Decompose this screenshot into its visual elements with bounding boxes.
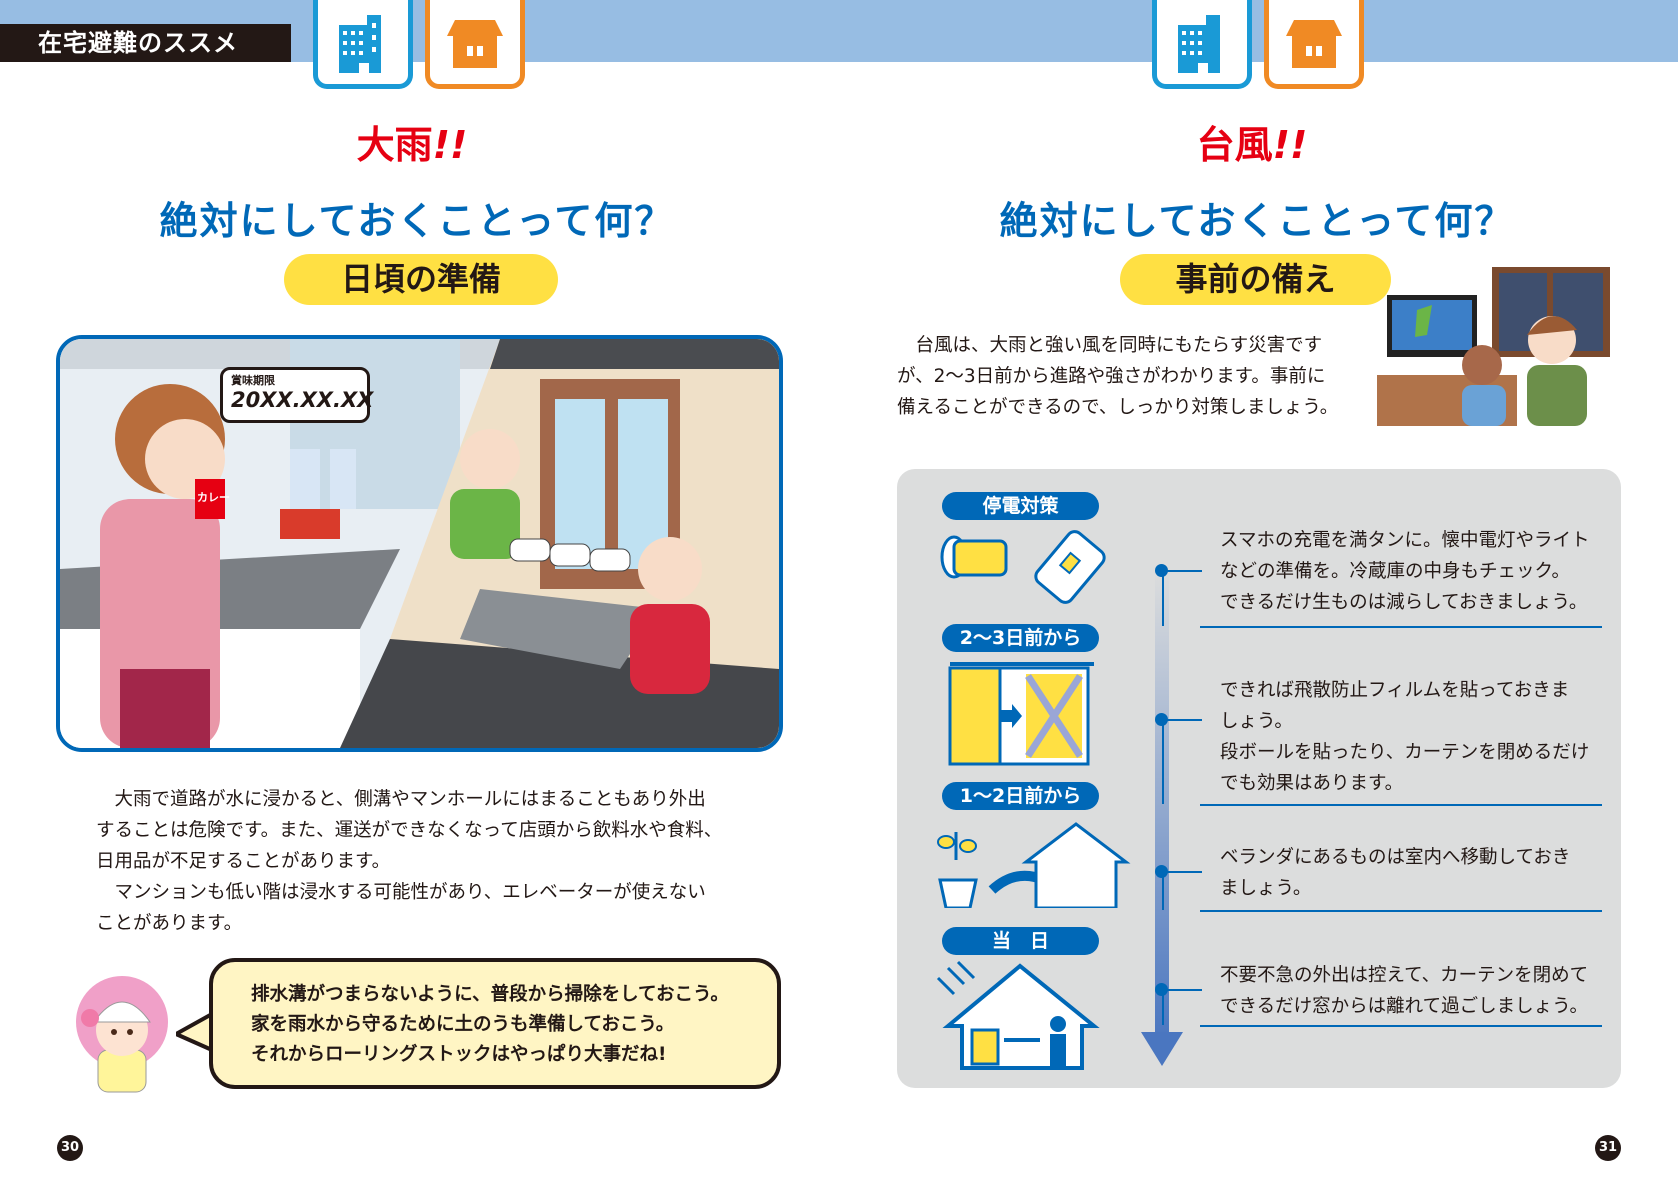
- apartment-tile: [313, 0, 413, 89]
- apartment-icon: [1178, 15, 1220, 73]
- step-line: でも効果はあります。: [1220, 773, 1404, 794]
- step-line: 不要不急の外出は控えて、カーテンを閉めて: [1220, 965, 1589, 986]
- stay-away-from-window-icon: [936, 960, 1100, 1070]
- expiry-label-title: 賞味期限: [231, 374, 275, 387]
- rain-preparation-illustration: 賞味期限 20XX.XX.XX カレー: [56, 335, 783, 752]
- apartment-tile: [1152, 0, 1252, 89]
- body-line: 日用品が不足することがあります。: [96, 851, 391, 872]
- curry-label: カレー: [197, 491, 230, 504]
- body-line: マンションも低い階は浸水する可能性があり、エレベーターが使えない: [114, 882, 706, 903]
- move-plant-indoors-icon: [937, 822, 1131, 908]
- house-tile: [1264, 0, 1364, 89]
- body-line: ことがあります。: [96, 913, 243, 934]
- apartment-icon: [339, 15, 381, 73]
- question-heading: 絶対にしておくことって何？: [999, 199, 1515, 243]
- house-tile: [425, 0, 525, 89]
- step-line: ベランダにあるものは室内へ移動しておき: [1220, 847, 1571, 868]
- body-line: することは危険です。また、運送ができなくなって店頭から飲料水や食料、: [96, 820, 723, 841]
- rain-body-text: 大雨で道路が水に浸かると、側溝やマンホールにはまることもあり外出 することは危険…: [96, 784, 756, 939]
- bubble-line: 家を雨水から守るために土のうも準備しておこう。: [251, 1014, 675, 1035]
- mascot-character: [76, 976, 168, 1093]
- timeline-arrow: [1141, 570, 1183, 1066]
- connector-foot: [1200, 804, 1222, 806]
- step-line: ましょう。: [1220, 878, 1312, 899]
- timeline-connector: [1162, 871, 1202, 910]
- intro-line: 台風は、大雨と強い風を同時にもたらす災害です: [915, 335, 1323, 356]
- section-title: 在宅避難のススメ: [0, 24, 291, 62]
- expiry-date: 20XX.XX.XX: [231, 388, 374, 412]
- step-line: などの準備を。冷蔵庫の中身もチェック。: [1220, 561, 1571, 582]
- timeline-step-2-3-days: できれば飛散防止フィルムを貼っておきま しょう。 段ボールを貼ったり、カーテンを…: [1220, 675, 1602, 806]
- timeline-connector: [1162, 570, 1202, 626]
- bubble-line: 排水溝がつまらないように、普段から掃除をしておこう。: [251, 984, 729, 1005]
- timeline-label-power-outage: 停電対策: [942, 492, 1099, 520]
- typhoon-intro: 台風は、大雨と強い風を同時にもたらす災害です が、2〜3日前から進路や強さがわか…: [897, 330, 1367, 423]
- connector-foot: [1200, 910, 1222, 912]
- flashlight-and-phone-icon: [940, 530, 1106, 604]
- timeline-label-1-2-days: 1〜2日前から: [942, 782, 1099, 810]
- step-line: できれば飛散防止フィルムを貼っておきま: [1220, 680, 1570, 701]
- timeline-connector: [1162, 989, 1202, 1025]
- page-number: 31: [1595, 1135, 1621, 1161]
- question-heading: 絶対にしておくことって何？: [159, 199, 675, 243]
- section-pill: 日頃の準備: [284, 254, 558, 305]
- house-icon: [447, 20, 503, 68]
- step-line: しょう。: [1220, 711, 1293, 732]
- bubble-line: それからローリングストックはやっぱり大事だね!: [251, 1044, 667, 1065]
- tip-speech-bubble: 排水溝がつまらないように、普段から掃除をしておこう。 家を雨水から守るために土の…: [209, 958, 781, 1089]
- connector-foot: [1200, 626, 1222, 628]
- timeline-label-day-of: 当 日: [942, 927, 1099, 955]
- timeline-step-1-2-days: ベランダにあるものは室内へ移動しておき ましょう。: [1220, 842, 1602, 912]
- expiry-label: 賞味期限 20XX.XX.XX: [220, 367, 374, 423]
- house-icon: [1286, 20, 1342, 68]
- family-watching-tv-illustration: [1377, 267, 1610, 426]
- timeline-dot: [1155, 564, 1168, 577]
- timeline-step-day-of: 不要不急の外出は控えて、カーテンを閉めて できるだけ窓からは離れて過ごしましょう…: [1220, 960, 1602, 1027]
- timeline-dot: [1155, 865, 1168, 878]
- section-pill: 事前の備え: [1120, 254, 1391, 305]
- step-line: 段ボールを貼ったり、カーテンを閉めるだけ: [1220, 742, 1590, 763]
- step-line: できるだけ生ものは減らしておきましょう。: [1220, 592, 1588, 613]
- hazard-title: 台風!!: [1196, 123, 1308, 167]
- timeline-step-power-outage: スマホの充電を満タンに。懐中電灯やライト などの準備を。冷蔵庫の中身もチェック。…: [1220, 525, 1602, 628]
- connector-foot: [1200, 1025, 1222, 1027]
- timeline-connector: [1162, 719, 1202, 804]
- timeline-dot: [1155, 983, 1168, 996]
- window-curtain-icon: [948, 662, 1094, 766]
- step-line: スマホの充電を満タンに。懐中電灯やライト: [1220, 530, 1590, 551]
- intro-line: が、2〜3日前から進路や強さがわかります。事前に: [897, 366, 1326, 387]
- body-line: 大雨で道路が水に浸かると、側溝やマンホールにはまることもあり外出: [114, 789, 706, 810]
- step-line: できるだけ窓からは離れて過ごしましょう。: [1220, 996, 1588, 1017]
- hazard-title: 大雨!!: [356, 123, 468, 167]
- timeline-dot: [1155, 713, 1168, 726]
- intro-line: 備えることができるので、しっかり対策しましょう。: [897, 397, 1339, 418]
- timeline-label-2-3-days: 2〜3日前から: [942, 624, 1099, 652]
- page-number: 30: [57, 1135, 83, 1161]
